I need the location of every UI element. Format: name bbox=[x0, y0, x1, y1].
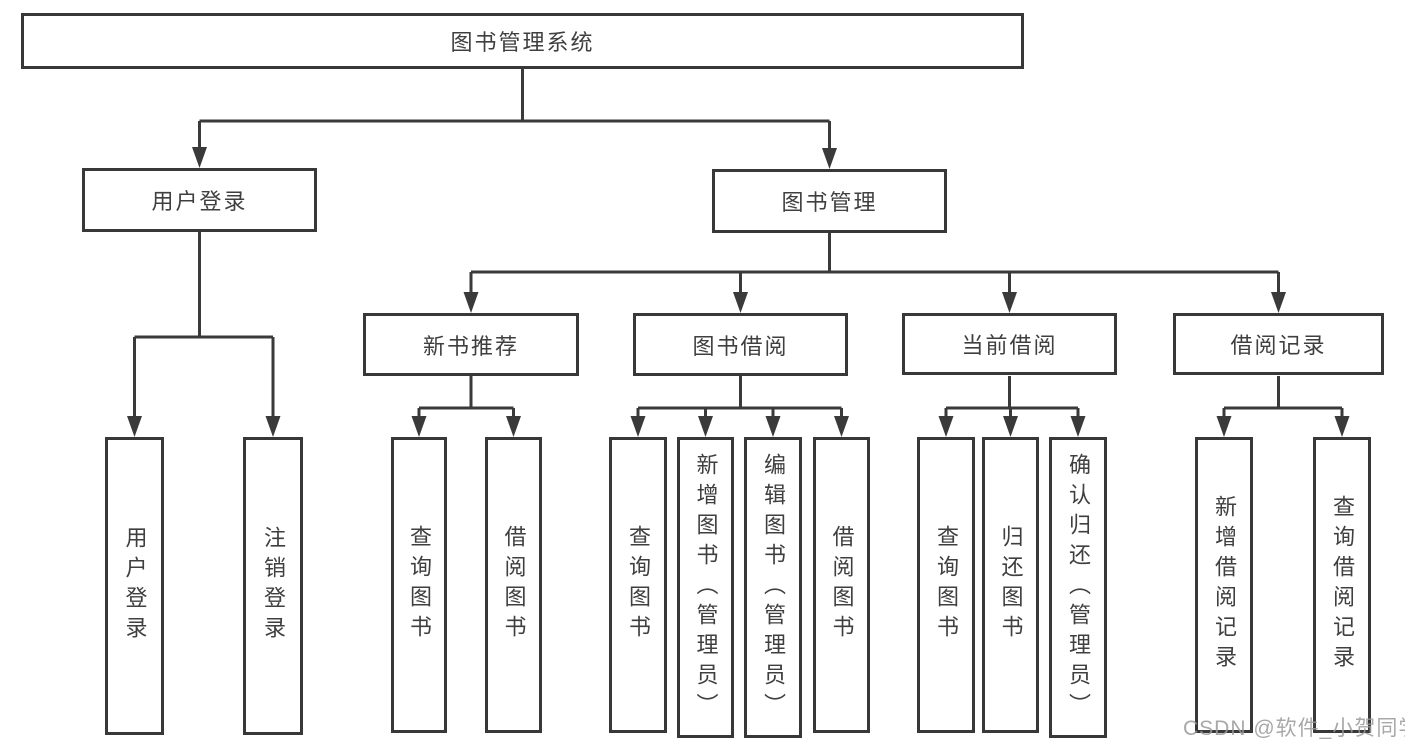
node-leaf-query-books-2-label: 查询图书 bbox=[626, 525, 651, 645]
arrowhead bbox=[1271, 292, 1286, 313]
connector-root bbox=[198, 69, 831, 151]
node-leaf-return-books-label: 归还图书 bbox=[998, 525, 1024, 645]
node-leaf-edit-books: 编辑图书（管理员） bbox=[744, 437, 802, 738]
connector-book-mgmt bbox=[469, 233, 1280, 295]
node-leaf-return-books: 归还图书 bbox=[982, 437, 1039, 733]
connector-new-book-rec bbox=[417, 376, 515, 420]
arrowhead bbox=[1002, 292, 1017, 313]
node-leaf-query-books-1-label: 查询图书 bbox=[407, 525, 432, 645]
arrowhead bbox=[411, 416, 427, 437]
node-leaf-query-borrow-record: 查询借阅记录 bbox=[1313, 437, 1371, 733]
arrowhead bbox=[192, 147, 207, 168]
node-root: 图书管理系统 bbox=[21, 13, 1024, 69]
arrowhead bbox=[127, 416, 142, 437]
arrowhead bbox=[698, 416, 713, 437]
node-book-borrow: 图书借阅 bbox=[633, 313, 848, 376]
watermark: CSDN @软件_小贺同学 bbox=[1183, 717, 1405, 740]
node-leaf-query-books-3-label: 查询图书 bbox=[934, 525, 959, 645]
node-leaf-confirm-return-label: 确认归还（管理员） bbox=[1066, 452, 1091, 723]
node-root-label: 图书管理系统 bbox=[450, 30, 595, 55]
node-leaf-logout-label: 注销登录 bbox=[261, 526, 286, 646]
arrowhead bbox=[1334, 416, 1350, 437]
node-leaf-query-books-3: 查询图书 bbox=[917, 437, 975, 733]
connector-book-borrow bbox=[636, 376, 843, 420]
arrowhead bbox=[265, 416, 281, 437]
node-leaf-user-login-label: 用户登录 bbox=[122, 526, 148, 646]
node-leaf-edit-books-label: 编辑图书（管理员） bbox=[761, 452, 786, 723]
node-user-login-label: 用户登录 bbox=[151, 189, 248, 214]
node-leaf-logout: 注销登录 bbox=[243, 437, 303, 735]
node-leaf-add-borrow-record-label: 新增借阅记录 bbox=[1212, 495, 1237, 675]
node-book-mgmt: 图书管理 bbox=[712, 169, 947, 233]
node-leaf-borrow-books-1: 借阅图书 bbox=[485, 437, 542, 733]
node-leaf-borrow-books-2: 借阅图书 bbox=[813, 437, 870, 733]
node-leaf-add-borrow-record: 新增借阅记录 bbox=[1195, 437, 1253, 733]
arrowhead bbox=[1003, 416, 1018, 437]
connector-borrow-records bbox=[1222, 376, 1344, 420]
node-leaf-borrow-books-2-label: 借阅图书 bbox=[829, 525, 855, 645]
node-leaf-borrow-books-1-label: 借阅图书 bbox=[501, 525, 527, 645]
arrowhead bbox=[834, 416, 849, 437]
node-leaf-add-books-label: 新增图书（管理员） bbox=[693, 452, 719, 723]
node-new-book-rec-label: 新书推荐 bbox=[422, 333, 519, 359]
arrowhead bbox=[506, 416, 521, 437]
arrowhead bbox=[765, 416, 781, 437]
node-leaf-query-books-2: 查询图书 bbox=[609, 437, 667, 733]
node-leaf-query-books-1: 查询图书 bbox=[391, 437, 447, 733]
node-borrow-records-label: 借阅记录 bbox=[1230, 333, 1327, 358]
connector-current-borrow bbox=[944, 376, 1080, 420]
node-user-login: 用户登录 bbox=[82, 168, 317, 232]
node-book-borrow-label: 图书借阅 bbox=[692, 333, 789, 359]
node-leaf-confirm-return: 确认归还（管理员） bbox=[1049, 437, 1107, 738]
arrowhead bbox=[463, 292, 479, 313]
node-new-book-rec: 新书推荐 bbox=[363, 313, 579, 376]
node-leaf-add-books: 新增图书（管理员） bbox=[677, 437, 734, 738]
node-borrow-records: 借阅记录 bbox=[1173, 313, 1384, 375]
arrowhead bbox=[630, 416, 646, 437]
node-current-borrow: 当前借阅 bbox=[902, 313, 1117, 375]
node-leaf-user-login: 用户登录 bbox=[105, 437, 164, 735]
arrowhead bbox=[822, 148, 837, 169]
connector-user-login bbox=[133, 232, 275, 419]
node-current-borrow-label: 当前借阅 bbox=[961, 333, 1058, 358]
node-book-mgmt-label: 图书管理 bbox=[781, 190, 878, 215]
arrowhead bbox=[938, 416, 954, 437]
arrowhead bbox=[733, 292, 748, 313]
node-leaf-query-borrow-record-label: 查询借阅记录 bbox=[1330, 495, 1355, 675]
arrowhead bbox=[1070, 416, 1086, 437]
arrowhead bbox=[1216, 416, 1232, 437]
